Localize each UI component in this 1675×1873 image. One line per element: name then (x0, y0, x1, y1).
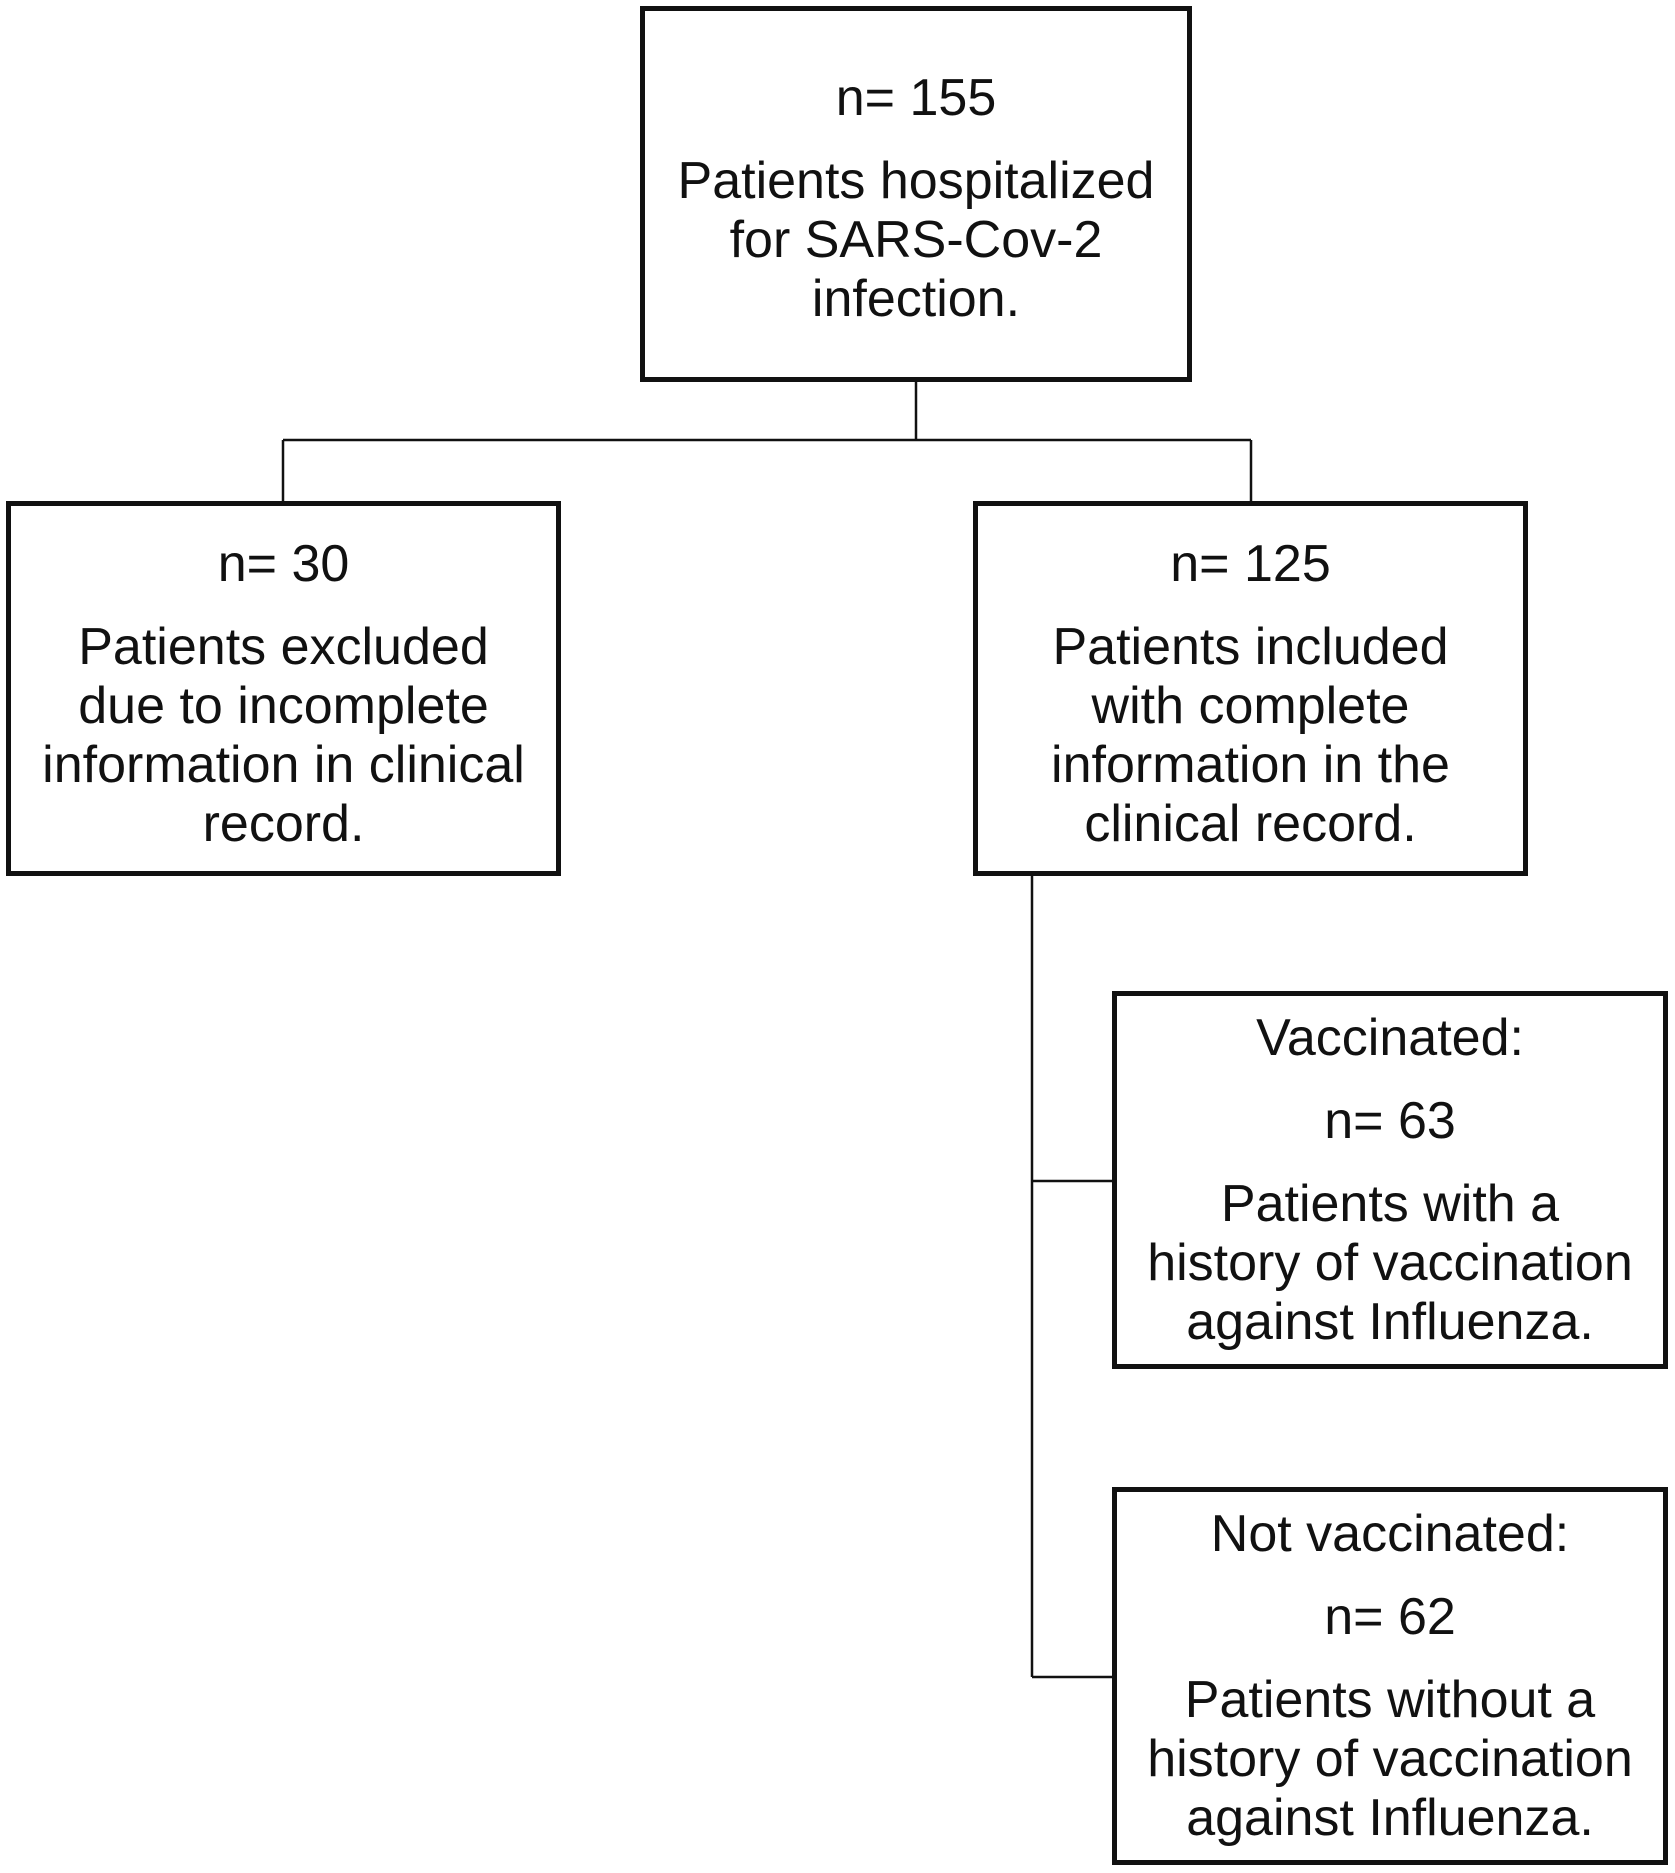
total-description-line-1: Patients hospitalized (677, 152, 1155, 210)
excluded-description-line-2: due to incomplete (78, 677, 489, 735)
not-vaccinated-description-line-3: against Influenza. (1186, 1789, 1594, 1847)
vaccinated-patients-box: Vaccinated: n= 63 Patients with a histor… (1112, 991, 1668, 1369)
vaccinated-heading: Vaccinated: (1256, 1009, 1524, 1067)
not-vaccinated-patients-box: Not vaccinated: n= 62 Patients without a… (1112, 1487, 1668, 1865)
excluded-description-line-3: information in clinical (42, 736, 525, 794)
total-count: n= 155 (835, 69, 997, 127)
total-description-line-3: infection. (811, 270, 1021, 328)
vaccinated-description-line-2: history of vaccination (1147, 1234, 1633, 1292)
included-count: n= 125 (1170, 535, 1331, 593)
included-description-line-1: Patients included (1052, 618, 1449, 676)
not-vaccinated-description-line-2: history of vaccination (1147, 1730, 1633, 1788)
excluded-description-line-4: record. (202, 795, 365, 853)
vaccinated-description-line-3: against Influenza. (1186, 1293, 1594, 1351)
not-vaccinated-description-line-1: Patients without a (1184, 1671, 1596, 1729)
vaccinated-description-line-1: Patients with a (1220, 1175, 1560, 1233)
total-description-line-2: for SARS-Cov-2 (729, 211, 1103, 269)
included-description-line-4: clinical record. (1084, 795, 1417, 853)
total-patients-box: n= 155 Patients hospitalized for SARS-Co… (640, 6, 1192, 382)
not-vaccinated-heading: Not vaccinated: (1210, 1505, 1570, 1563)
included-description-line-2: with complete (1091, 677, 1410, 735)
excluded-description-line-1: Patients excluded (78, 618, 489, 676)
vaccinated-count: n= 63 (1324, 1092, 1456, 1150)
included-description-line-3: information in the (1051, 736, 1450, 794)
excluded-count: n= 30 (217, 535, 350, 593)
included-patients-box: n= 125 Patients included with complete i… (973, 501, 1528, 876)
not-vaccinated-count: n= 62 (1324, 1588, 1456, 1646)
excluded-patients-box: n= 30 Patients excluded due to incomplet… (6, 501, 561, 876)
